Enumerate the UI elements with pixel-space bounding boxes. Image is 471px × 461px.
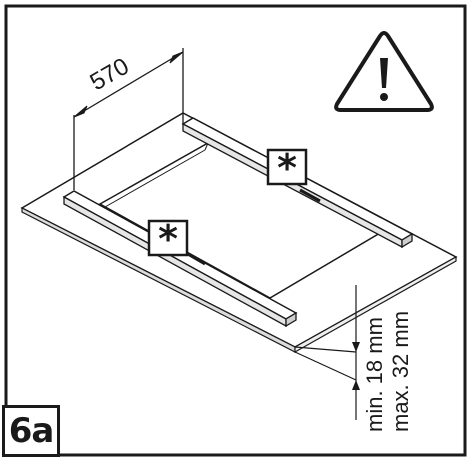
clip-marker-rear: * [266,146,308,190]
clip-marker-front: * [147,217,189,261]
thickness-extension-upper [294,346,357,353]
clip-line-rear [299,188,321,203]
mounting-rail-rear-end [401,232,413,249]
dimension-width-label: 570 [86,53,134,96]
thickness-min-label: min. 18 mm [362,317,387,432]
warning-triangle-icon [334,31,434,112]
thickness-arrow-bottom [352,380,360,390]
cutout-inner-edge [99,203,106,208]
svg-text:*: * [277,146,297,190]
thickness-arrow-top [352,342,360,352]
thickness-max-label: max. 32 mm [388,311,413,432]
clip-line-front [185,251,206,266]
svg-text:*: * [158,217,178,261]
dimension-line-width [73,51,184,118]
dimension-arrow-right [169,51,184,64]
figure-label: 6a [2,405,60,457]
dimension-arrow-left [73,105,88,118]
worktop-side-edge [294,255,457,354]
thickness-extension-lower [294,351,357,381]
diagram-border [4,4,467,457]
cutout-inner-line [104,149,206,208]
mounting-rail-front-end [285,311,297,328]
